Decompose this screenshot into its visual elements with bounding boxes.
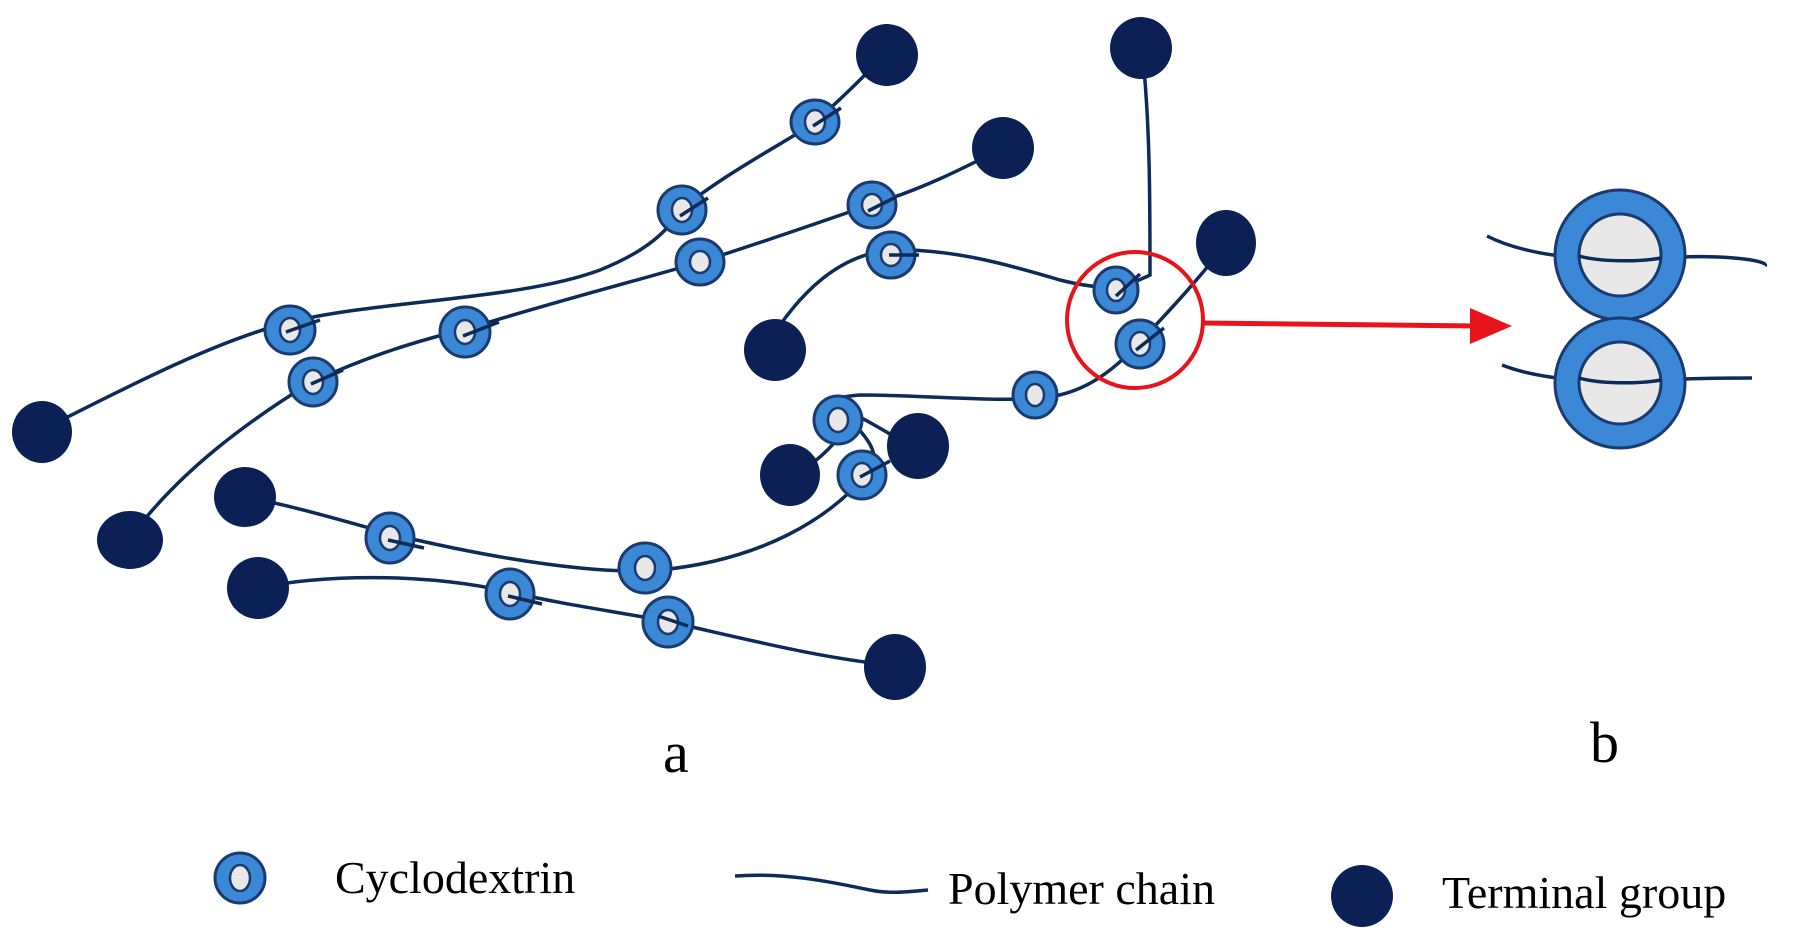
cyclodextrin-rings <box>263 98 1166 649</box>
zoomed-cyclodextrin-upper <box>1553 188 1687 322</box>
terminal-group <box>227 557 289 619</box>
polymer-chain-3 <box>763 48 1152 350</box>
terminal-group <box>1110 17 1172 79</box>
terminal-group <box>887 413 949 479</box>
panel-label-b: b <box>1590 710 1619 775</box>
cyclodextrin-ring <box>812 394 864 446</box>
highlight-circle <box>1065 250 1205 390</box>
cyclodextrin-ring <box>1092 265 1142 315</box>
cyclodextrin-ring <box>484 567 543 621</box>
cyclodextrin-ring <box>438 305 500 359</box>
polymer-chain-6 <box>256 575 892 667</box>
terminal-group <box>214 467 276 527</box>
cyclodextrin-ring <box>1114 318 1166 370</box>
terminal-group <box>864 634 926 700</box>
zoom-arrow <box>1202 308 1512 344</box>
terminal-group <box>744 319 806 381</box>
cyclodextrin-ring <box>789 98 842 146</box>
cyclodextrin-ring <box>1011 370 1059 420</box>
legend-cyclodextrin-label: Cyclodextrin <box>335 852 575 903</box>
terminal-groups <box>12 17 1256 700</box>
terminal-group <box>12 401 72 463</box>
zoomed-cyclodextrin-lower <box>1553 316 1687 450</box>
legend-terminal-group-label: Terminal group <box>1442 867 1726 918</box>
terminal-group <box>972 117 1034 179</box>
terminal-group <box>856 24 918 86</box>
terminal-group <box>1196 210 1256 276</box>
terminal-group <box>760 444 820 506</box>
cyclodextrin-ring <box>287 356 344 408</box>
cyclodextrin-ring <box>846 180 898 230</box>
cyclodextrin-ring <box>364 511 425 565</box>
legend-polymer-chain-label: Polymer chain <box>948 863 1215 914</box>
cyclodextrin-ring <box>617 541 673 595</box>
legend-polymer-chain-icon <box>734 873 929 895</box>
cyclodextrin-ring <box>656 184 709 236</box>
terminal-group <box>97 511 163 569</box>
legend-cyclodextrin-icon <box>213 851 267 905</box>
cyclodextrin-ring <box>641 595 695 649</box>
panel-label-a: a <box>663 720 689 785</box>
cyclodextrin-ring <box>263 304 321 356</box>
cyclodextrin-ring <box>836 449 891 501</box>
zoomed-ring-pair <box>1486 188 1767 450</box>
legend: Cyclodextrin Polymer chain Terminal grou… <box>213 851 1726 927</box>
legend-terminal-group-icon <box>1331 865 1393 927</box>
cyclodextrin-ring <box>865 230 919 280</box>
cyclodextrin-ring <box>674 237 726 287</box>
